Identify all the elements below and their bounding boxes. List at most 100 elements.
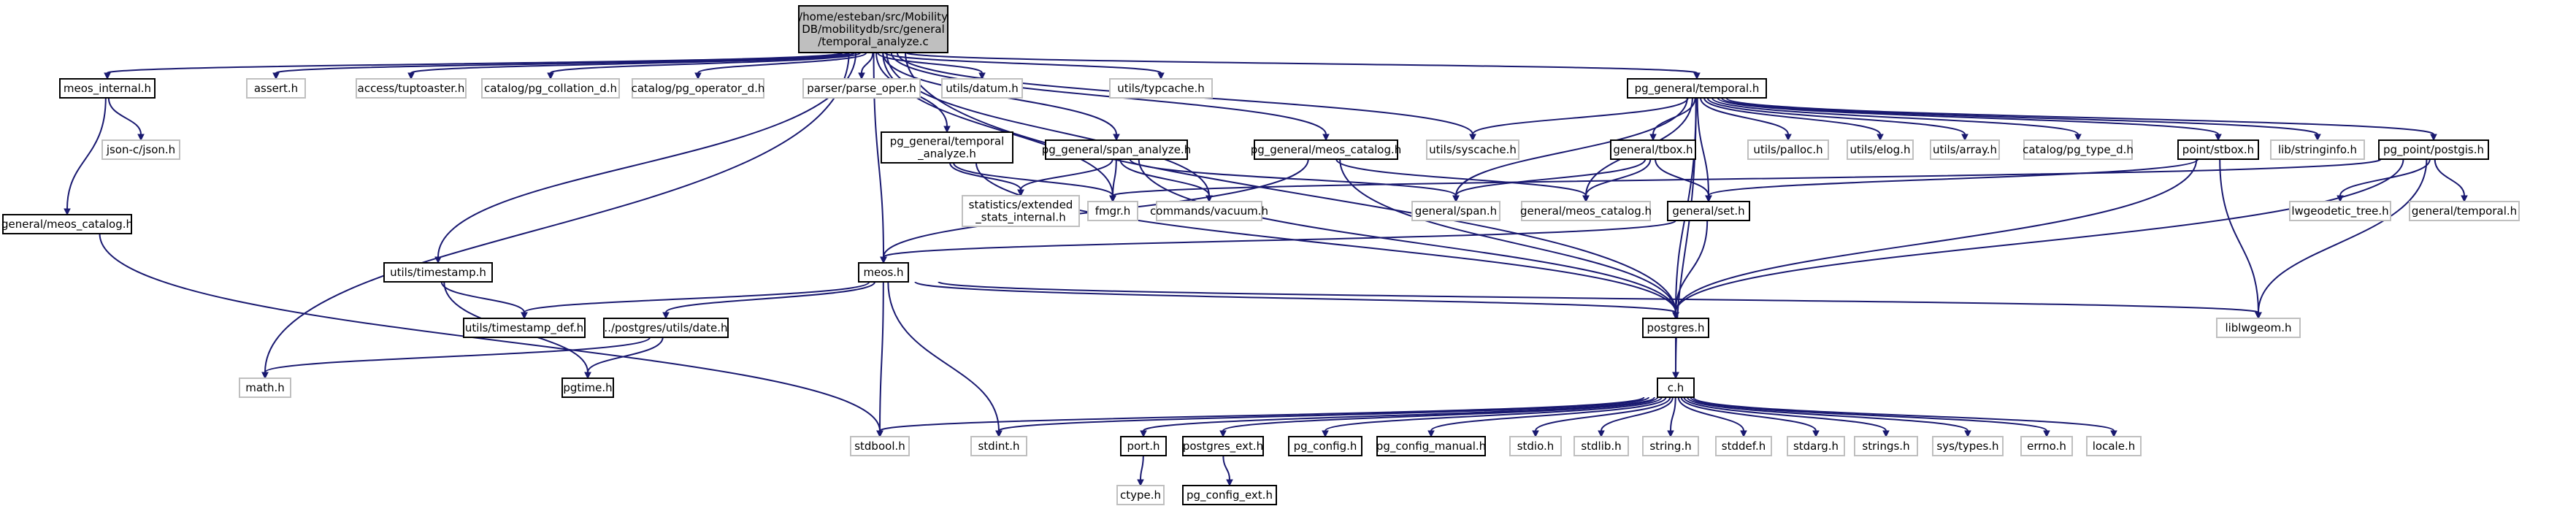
edge-pg_postgis-to-fmgr — [1109, 158, 2382, 203]
node-root[interactable]: /home/esteban/src/MobilityDB/mobilitydb/… — [798, 5, 948, 53]
node-json_c: json-c/json.h — [101, 139, 180, 160]
node-pg_type_d: catalog/pg_type_d.h — [2023, 139, 2134, 160]
node-pg_temporal[interactable]: pg_general/temporal.h — [1627, 78, 1767, 99]
node-gen_meos_cat_left[interactable]: general/meos_catalog.h — [1, 214, 133, 234]
node-pg_collation: catalog/pg_collation_d.h — [481, 78, 620, 99]
node-pg_config_manual[interactable]: pg_config_manual.h — [1376, 436, 1486, 456]
node-label: errno.h — [2027, 440, 2066, 453]
edge-pg_postgis-to-postgres — [1672, 158, 2404, 320]
edge-c-to-stddef — [1677, 396, 1747, 438]
edge-meos-to-liblwgeom — [938, 281, 2262, 320]
node-timestamp[interactable]: utils/timestamp.h — [383, 262, 493, 283]
edge-port-to-ctype — [1137, 455, 1144, 487]
node-label: meos.h — [863, 266, 903, 279]
node-postgres[interactable]: postgres.h — [1642, 318, 1709, 338]
node-label: access/tuptoaster.h — [358, 82, 465, 95]
edge-pg_postgis-to-liblwgeom — [2255, 158, 2428, 320]
node-label: pg_general/temporal — [890, 135, 1005, 149]
edge-c-to-pg_config — [1322, 396, 1663, 438]
node-label: _analyze.h — [917, 147, 976, 161]
edge-pg_span_analyze-to-stats_ext — [1017, 158, 1113, 197]
node-pg_postgis[interactable]: pg_point/postgis.h — [2378, 139, 2489, 160]
node-date[interactable]: ../postgres/utils/date.h — [603, 318, 729, 338]
node-datum: utils/datum.h — [941, 78, 1023, 99]
node-gen_set[interactable]: general/set.h — [1667, 201, 1750, 221]
node-port[interactable]: port.h — [1120, 436, 1167, 456]
edge-pg_temporal-to-stbox — [1717, 97, 2222, 142]
node-stdint: stdint.h — [970, 436, 1027, 456]
node-label: utils/timestamp_def.h — [465, 321, 583, 335]
node-label: utils/timestamp.h — [390, 266, 486, 279]
node-stbox[interactable]: point/stbox.h — [2177, 139, 2259, 160]
node-label: pg_general/meos_catalog.h — [1251, 143, 1402, 157]
node-label: parser/parse_oper.h — [807, 82, 916, 96]
node-pgtime[interactable]: pgtime.h — [561, 377, 614, 398]
node-pg_temporal_analyze[interactable]: pg_general/temporal_analyze.h — [881, 131, 1013, 164]
edge-c-to-stdint — [995, 396, 1649, 438]
edge-gen_set-to-meos — [880, 220, 1676, 264]
edge-pg_temporal-to-stringinfo — [1721, 97, 2321, 142]
edge-pg_span_analyze-to-postgres — [1138, 158, 1679, 320]
edge-c-to-sys_types — [1687, 396, 1971, 438]
edge-root-to-assert — [272, 52, 851, 80]
edge-c-to-port — [1140, 396, 1655, 438]
node-pg_span_analyze[interactable]: pg_general/span_analyze.h — [1042, 139, 1191, 160]
node-label: locale.h — [2093, 440, 2135, 453]
edge-pg_temporal-to-elog — [1703, 97, 1884, 142]
node-pg_config_ext[interactable]: pg_config_ext.h — [1182, 485, 1277, 505]
node-label: pg_general/temporal.h — [1635, 82, 1760, 96]
node-tbox[interactable]: general/tbox.h — [1610, 139, 1696, 160]
edge-pg_temporal-to-palloc — [1700, 97, 1792, 142]
node-fmgr: fmgr.h — [1087, 201, 1138, 221]
edge-postgres-to-c — [1672, 337, 1679, 380]
node-stdio: stdio.h — [1509, 436, 1562, 456]
edge-date-to-math — [261, 337, 651, 380]
edge-tbox-to-gen_meos_cat_mid — [1582, 158, 1652, 203]
node-timestamp_def[interactable]: utils/timestamp_def.h — [463, 318, 586, 338]
node-pg_meos_catalog[interactable]: pg_general/meos_catalog.h — [1251, 139, 1402, 160]
node-pg_operator: catalog/pg_operator_d.h — [632, 78, 764, 99]
edge-pg_meos_catalog-to-gen_meos_cat_mid — [1335, 158, 1590, 203]
edge-root-to-tuptoaster — [407, 52, 856, 80]
node-pg_config[interactable]: pg_config.h — [1288, 436, 1362, 456]
node-string: string.h — [1642, 436, 1699, 456]
node-stdlib: stdlib.h — [1573, 436, 1629, 456]
node-meos_internal[interactable]: meos_internal.h — [59, 78, 156, 99]
edge-root-to-datum — [876, 52, 986, 80]
edge-stbox-to-liblwgeom — [2219, 158, 2262, 320]
node-meos[interactable]: meos.h — [858, 262, 909, 283]
node-postgres_ext[interactable]: postgres_ext.h — [1182, 436, 1264, 456]
edge-c-to-postgres_ext — [1219, 396, 1659, 438]
edge-root-to-pg_collation — [547, 52, 862, 80]
node-label: c.h — [1668, 381, 1684, 394]
node-label: math.h — [245, 381, 284, 394]
node-c[interactable]: c.h — [1657, 377, 1695, 398]
edge-tbox-to-gen_span — [1452, 158, 1647, 203]
node-label: stdbool.h — [854, 440, 905, 453]
node-stddef: stddef.h — [1715, 436, 1772, 456]
edge-root-to-pg_meos_catalog — [890, 52, 1330, 142]
edge-pg_temporal-to-pg_postgis — [1725, 97, 2437, 142]
edge-pg_postgis-to-gen_temporal — [2434, 158, 2468, 203]
node-label: general/temporal.h — [2412, 204, 2517, 218]
node-elog: utils/elog.h — [1847, 139, 1914, 160]
node-errno: errno.h — [2020, 436, 2073, 456]
edge-postgres_ext-to-pg_config_ext — [1222, 455, 1233, 487]
node-stdarg: stdarg.h — [1787, 436, 1845, 456]
node-lwgeodetic: lwgeodetic_tree.h — [2289, 201, 2391, 221]
node-label: port.h — [1127, 440, 1159, 453]
node-ctype: ctype.h — [1116, 485, 1165, 505]
edge-meos_internal-to-gen_meos_cat_left — [64, 97, 107, 216]
edge-pg_temporal-to-array — [1706, 97, 1969, 142]
node-label: general/span.h — [1415, 204, 1497, 218]
node-math: math.h — [239, 377, 291, 398]
node-label: assert.h — [254, 82, 298, 95]
node-label: pg_config_manual.h — [1376, 440, 1486, 453]
node-label: DB/mobilitydb/src/general — [802, 23, 945, 36]
edge-c-to-errno — [1690, 396, 2050, 438]
node-array: utils/array.h — [1930, 139, 2000, 160]
node-assert: assert.h — [246, 78, 306, 99]
node-label: stdlib.h — [1581, 440, 1621, 453]
node-stringinfo: lib/stringinfo.h — [2270, 139, 2365, 160]
